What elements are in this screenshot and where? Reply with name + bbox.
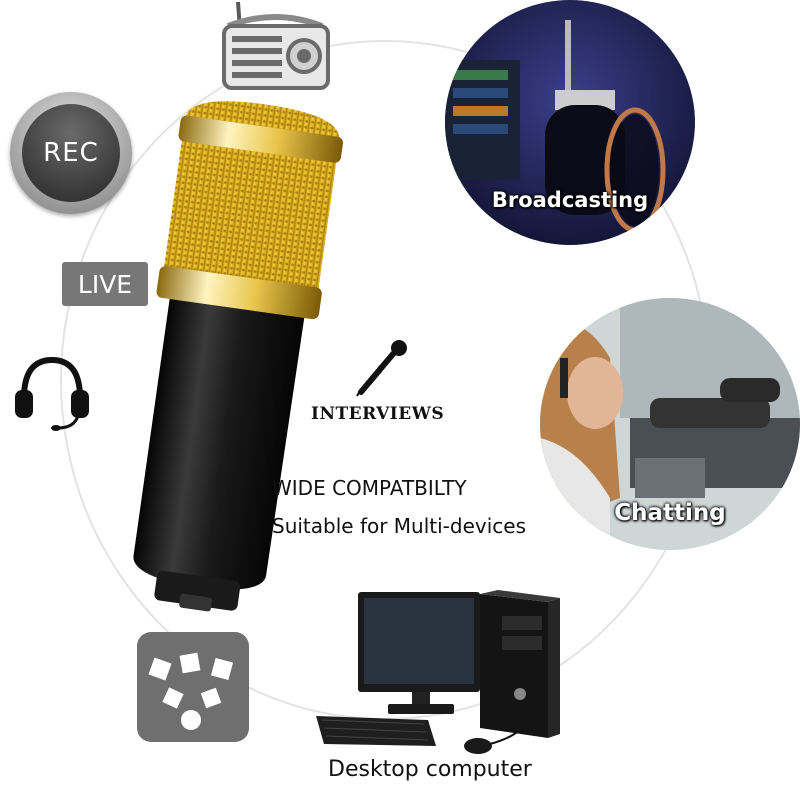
broadcasting-label: Broadcasting [491, 188, 649, 212]
rec-button-inner: REC [22, 104, 120, 202]
condenser-microphone [133, 101, 343, 612]
live-label: LIVE [77, 269, 133, 299]
interviews-text: INTERVIEWS [311, 404, 445, 424]
multi-device-text: Suitable for Multi-devices [272, 514, 527, 538]
headset-icon [15, 356, 89, 431]
broadcasting-photo: Broadcasting [445, 0, 695, 245]
chatting-photo: Chatting [540, 298, 800, 550]
rec-label: REC [43, 138, 99, 168]
microphone-icon [356, 340, 407, 397]
chatting-label: Chatting [614, 500, 726, 526]
desktop-computer-icon [316, 590, 560, 754]
live-badge: LIVE [62, 262, 148, 306]
wide-compatibility-text: WIDE COMPATBILTY [272, 476, 467, 500]
share-icon [137, 632, 249, 742]
desktop-computer-text: Desktop computer [328, 757, 532, 782]
rec-button-icon: REC [10, 92, 132, 214]
radio-icon [222, 1, 330, 90]
